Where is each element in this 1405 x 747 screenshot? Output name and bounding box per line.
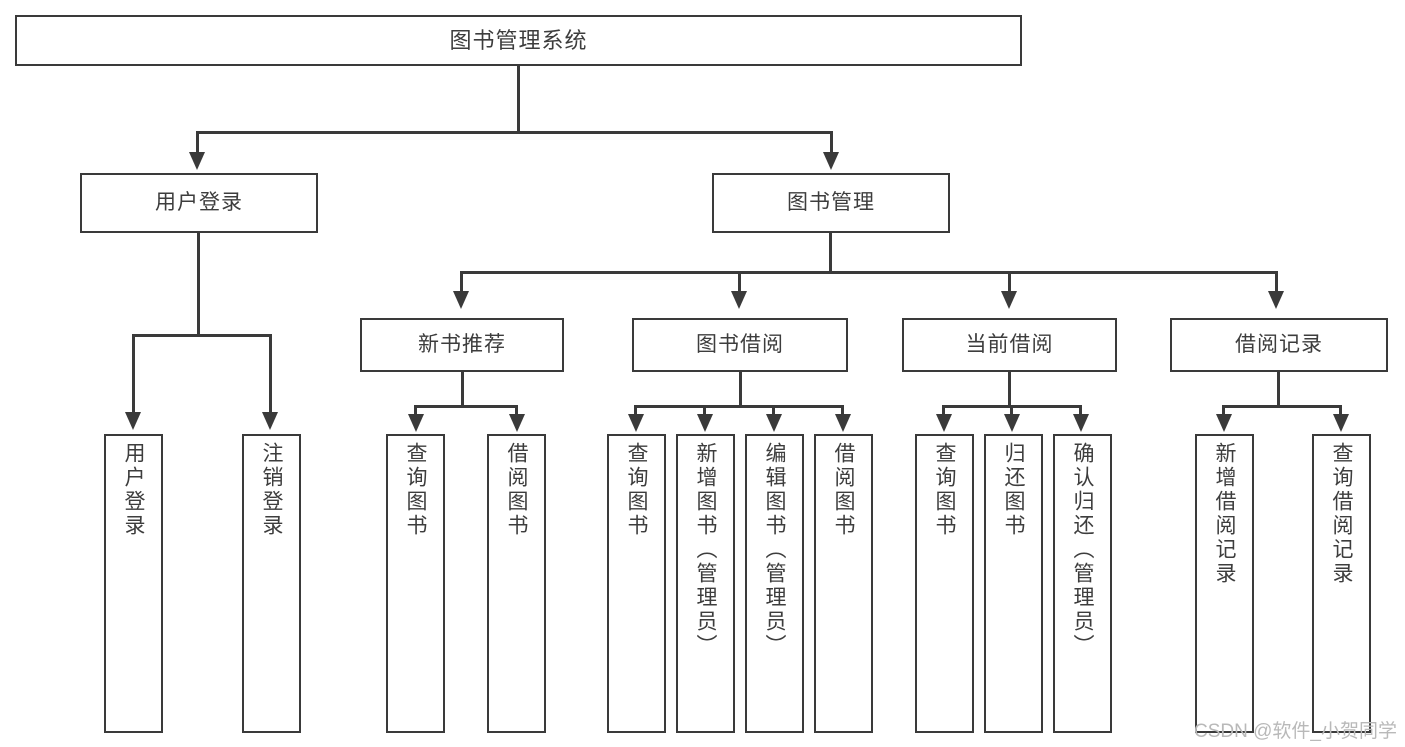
connector-borrow-record-bus [1222, 405, 1342, 408]
arrow-current-borrow-leaf-2 [1073, 414, 1089, 432]
arrow-bm-to-new-book [453, 291, 469, 309]
node-label: 新书推荐 [418, 332, 506, 356]
arrow-current-borrow-leaf-1 [1004, 414, 1020, 432]
node-root-book-management-system[interactable]: 图书管理系统 [15, 15, 1022, 66]
connector-book-borrow-leaf-2 [772, 405, 775, 417]
leaf-book-borrow-1[interactable]: 新增图书（管理员） [676, 434, 735, 733]
node-label: 确认归还（管理员） [1071, 442, 1094, 658]
connector-root-stem [517, 66, 520, 132]
connector-root-to-book-management [830, 131, 833, 155]
leaf-borrow-record-1[interactable]: 查询借阅记录 [1312, 434, 1371, 733]
leaf-current-borrow-2[interactable]: 确认归还（管理员） [1053, 434, 1112, 733]
node-label: 借阅图书 [832, 442, 855, 538]
node-label: 借阅图书 [505, 442, 528, 538]
node-label: 当前借阅 [965, 332, 1054, 356]
node-label: 用户登录 [155, 190, 243, 214]
connector-borrow-record-leaf-0 [1222, 405, 1225, 417]
node-book-management[interactable]: 图书管理 [712, 173, 950, 233]
connector-bm-to-current-borrow [1008, 271, 1011, 294]
node-label: 借阅记录 [1235, 332, 1323, 356]
connector-root-to-user-login [196, 131, 199, 155]
node-label: 图书管理系统 [449, 27, 588, 53]
leaf-book-borrow-3[interactable]: 借阅图书 [814, 434, 873, 733]
connector-book-borrow-stem [739, 372, 742, 408]
connector-new-book-bus [414, 405, 518, 408]
node-book-borrow[interactable]: 图书借阅 [632, 318, 848, 372]
arrow-book-borrow-leaf-3 [835, 414, 851, 432]
arrow-borrow-record-leaf-0 [1216, 414, 1232, 432]
arrow-root-to-user-login [189, 152, 205, 170]
leaf-book-borrow-0[interactable]: 查询图书 [607, 434, 666, 733]
connector-book-borrow-bus [634, 405, 844, 408]
connector-borrow-record-stem [1277, 372, 1280, 408]
arrow-user-login-leaf-1 [262, 412, 278, 430]
connector-book-borrow-leaf-1 [703, 405, 706, 417]
connector-new-book-stem [461, 372, 464, 408]
arrow-current-borrow-leaf-0 [936, 414, 952, 432]
arrow-bm-to-book-borrow [731, 291, 747, 309]
leaf-user-login-0[interactable]: 用户登录 [104, 434, 163, 733]
arrow-user-login-leaf-0 [125, 412, 141, 430]
leaf-new-book-recommend-0[interactable]: 查询图书 [386, 434, 445, 733]
node-label: 查询借阅记录 [1330, 442, 1353, 586]
node-label: 编辑图书（管理员） [763, 442, 786, 658]
csdn-watermark: CSDN @软件_小贺同学 [1194, 721, 1397, 742]
arrow-book-borrow-leaf-0 [628, 414, 644, 432]
arrow-bm-to-borrow-record [1268, 291, 1284, 309]
node-label: 查询图书 [933, 442, 956, 538]
node-label: 新增借阅记录 [1213, 442, 1236, 586]
connector-book-management-stem [829, 233, 832, 273]
connector-current-borrow-leaf-0 [942, 405, 945, 417]
arrow-book-borrow-leaf-1 [697, 414, 713, 432]
connector-user-login-leaf-1 [269, 334, 272, 415]
arrow-book-borrow-leaf-2 [766, 414, 782, 432]
connector-new-book-leaf-0 [414, 405, 417, 417]
connector-user-login-leaf-0 [132, 334, 135, 415]
node-label: 注销登录 [260, 442, 283, 538]
node-user-login[interactable]: 用户登录 [80, 173, 318, 233]
leaf-user-login-1[interactable]: 注销登录 [242, 434, 301, 733]
connector-user-login-stem [197, 233, 200, 336]
connector-bm-to-book-borrow [738, 271, 741, 294]
connector-current-borrow-stem [1008, 372, 1011, 408]
leaf-book-borrow-2[interactable]: 编辑图书（管理员） [745, 434, 804, 733]
connector-root-bus [196, 131, 833, 134]
connector-bm-to-new-book [460, 271, 463, 294]
leaf-new-book-recommend-1[interactable]: 借阅图书 [487, 434, 546, 733]
node-label: 图书借阅 [696, 332, 784, 356]
connector-book-borrow-leaf-0 [634, 405, 637, 417]
connector-bm-to-borrow-record [1275, 271, 1278, 294]
node-label: 图书管理 [787, 190, 875, 214]
node-new-book-recommend[interactable]: 新书推荐 [360, 318, 564, 372]
connector-book-management-bus [460, 271, 1278, 274]
arrow-new-book-leaf-1 [509, 414, 525, 432]
node-label: 查询图书 [625, 442, 648, 538]
arrow-borrow-record-leaf-1 [1333, 414, 1349, 432]
node-current-borrow[interactable]: 当前借阅 [902, 318, 1117, 372]
node-label: 查询图书 [404, 442, 427, 538]
leaf-borrow-record-0[interactable]: 新增借阅记录 [1195, 434, 1254, 733]
leaf-current-borrow-1[interactable]: 归还图书 [984, 434, 1043, 733]
leaf-current-borrow-0[interactable]: 查询图书 [915, 434, 974, 733]
connector-current-borrow-leaf-1 [1010, 405, 1013, 417]
connector-borrow-record-leaf-1 [1339, 405, 1342, 417]
node-label: 归还图书 [1002, 442, 1025, 538]
node-borrow-record[interactable]: 借阅记录 [1170, 318, 1388, 372]
node-label: 新增图书（管理员） [694, 442, 717, 658]
connector-new-book-leaf-1 [515, 405, 518, 417]
arrow-new-book-leaf-0 [408, 414, 424, 432]
node-label: 用户登录 [122, 442, 145, 538]
arrow-bm-to-current-borrow [1001, 291, 1017, 309]
connector-current-borrow-leaf-2 [1079, 405, 1082, 417]
arrow-root-to-book-management [823, 152, 839, 170]
connector-user-login-bus [132, 334, 272, 337]
connector-book-borrow-leaf-3 [841, 405, 844, 417]
